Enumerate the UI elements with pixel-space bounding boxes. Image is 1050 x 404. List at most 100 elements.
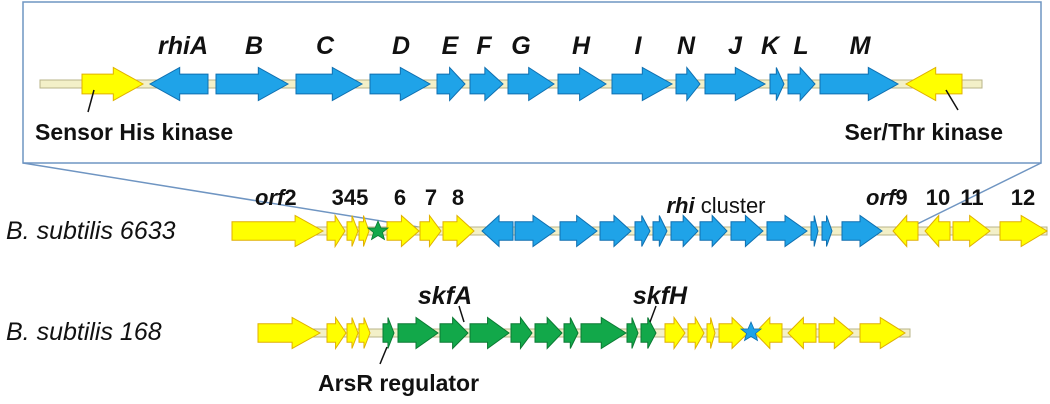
strain-168-gene-arrow <box>439 316 469 350</box>
strain-168-name: B. subtilis 168 <box>6 318 162 346</box>
skfA-label: skfA <box>418 282 472 310</box>
inset-gene-arrow <box>787 66 816 102</box>
skfA-pointer <box>458 305 465 323</box>
inset-gene-label-J: J <box>728 32 743 60</box>
strain-6633-gene-arrow <box>326 213 346 249</box>
strain-168-gene-arrow <box>358 317 371 349</box>
strain-168-gene-arrow <box>787 316 817 350</box>
orf-label-left: orf2 <box>255 185 297 210</box>
inset-gene-arrow <box>295 66 364 102</box>
inset-gene-label-C: C <box>316 32 335 60</box>
strain-168-gene-arrow <box>640 317 657 349</box>
strain-6633-gene-arrow <box>358 215 370 247</box>
strain-6633-gene-arrow <box>766 214 808 248</box>
strain-168-gene-arrow <box>257 316 322 350</box>
strain-168-gene-arrow <box>859 316 906 350</box>
strain-6633-gene-arrow <box>634 215 651 247</box>
strain-168-gene-arrow <box>706 317 716 349</box>
strain-168-gene-arrow <box>580 316 627 350</box>
strain-168-gene-arrow <box>687 315 705 351</box>
strain-168-gene-arrow <box>397 316 439 350</box>
strain-6633-gene-arrow <box>419 213 442 249</box>
inset-gene-label-K: K <box>761 32 781 60</box>
inset-gene-arrow <box>215 66 290 102</box>
strain-168-gene-arrow <box>346 317 359 349</box>
inset-gene-arrow <box>611 66 674 102</box>
strain-168-gene-arrow <box>664 315 686 351</box>
strain-6633-gene-arrow <box>730 214 764 248</box>
inset-gene-arrow <box>769 67 785 101</box>
strain-6633-gene-arrow <box>670 214 699 248</box>
strain-6633-gene-arrow <box>699 214 728 248</box>
strain-168-gene-arrow <box>718 316 749 350</box>
strain-6633-gene-arrow <box>442 214 475 248</box>
inset-gene-arrow <box>704 66 767 102</box>
strain-168-gene-arrow <box>563 317 579 349</box>
strain-6633-gene-arrow <box>821 215 833 247</box>
orf-number-8: 8 <box>452 185 464 210</box>
strain-6633-gene-arrow <box>514 214 556 248</box>
inset-gene-label-M: M <box>850 32 872 60</box>
strain-168-gene-arrow <box>818 316 854 350</box>
inset-gene-arrow <box>675 66 701 102</box>
strain-6633-gene-arrow <box>999 214 1048 248</box>
sensor-kinase-pointer <box>87 89 95 113</box>
zoom-line-left <box>22 162 444 232</box>
strain-6633-gene-arrow <box>231 214 325 248</box>
inset-gene-arrow <box>148 66 209 102</box>
orf-number-345: 345 <box>332 185 369 210</box>
green-star-icon <box>366 219 390 241</box>
inset-gene-arrow <box>436 66 466 102</box>
rhi-cluster-label: rhi cluster <box>666 193 765 218</box>
strain-168-gene-arrow <box>626 317 639 349</box>
strain-168-gene-arrow <box>382 317 395 349</box>
inset-gene-label-N: N <box>677 32 696 60</box>
strain-6633-gene-arrow <box>810 215 819 247</box>
strain-6633-gene-arrow <box>652 215 668 247</box>
strain-6633-gene-arrow <box>599 214 632 248</box>
arsr-pointer <box>379 346 388 365</box>
inset-gene-label-D: D <box>392 32 410 60</box>
inset-gene-arrow <box>469 66 504 102</box>
inset-gene-arrow <box>819 66 900 102</box>
strain-6633-gene-arrow <box>559 214 598 248</box>
strain-6633-name: B. subtilis 6633 <box>6 217 176 245</box>
orf-number-6: 6 <box>394 185 406 210</box>
inset-gene-arrow <box>507 66 555 102</box>
inset-gene-label-G: G <box>511 32 530 60</box>
orf-number-7: 7 <box>425 185 437 210</box>
inset-gene-label-E: E <box>442 32 460 60</box>
inset-gene-label-H: H <box>572 32 591 60</box>
ser-thr-kinase-label: Ser/Thr kinase <box>844 119 1003 145</box>
inset-gene-label-I: I <box>635 32 643 60</box>
arsr-regulator-label: ArsR regulator <box>318 370 479 396</box>
inset-gene-label-B: B <box>245 32 263 60</box>
strain-6633-gene-arrow <box>924 214 951 248</box>
inset-gene-arrow <box>557 66 607 102</box>
inset-gene-arrow <box>81 66 145 102</box>
strain-6633-gene-arrow <box>386 214 420 248</box>
strain-168-gene-arrow <box>534 316 563 350</box>
strain-168-gene-arrow <box>469 316 510 350</box>
zoom-line-right <box>902 162 1042 232</box>
strain-6633-gene-arrow <box>481 214 514 248</box>
skfH-pointer <box>649 305 657 323</box>
orf-label-right: orf9 <box>866 185 908 210</box>
blue-star-icon <box>739 320 763 342</box>
orf-number-12: 12 <box>1011 185 1035 210</box>
strain-6633-gene-arrow <box>892 214 919 248</box>
strain-168-gene-arrow <box>754 316 783 350</box>
sensor-kinase-label: Sensor His kinase <box>35 119 233 145</box>
inset-gene-label-rhiA: rhiA <box>158 32 208 60</box>
strain-168-gene-arrow <box>326 315 347 351</box>
strain-168-gene-arrow <box>510 315 533 351</box>
inset-gene-label-L: L <box>793 32 808 60</box>
orf-number-11: 11 <box>960 185 983 210</box>
strain-6633-gene-arrow <box>346 215 359 247</box>
strain-6633-gene-arrow <box>952 214 991 248</box>
strain-6633-gene-arrow <box>841 214 883 248</box>
skfH-label: skfH <box>633 282 688 310</box>
ser-thr-kinase-pointer <box>945 89 959 111</box>
orf-number-10: 10 <box>926 185 950 210</box>
